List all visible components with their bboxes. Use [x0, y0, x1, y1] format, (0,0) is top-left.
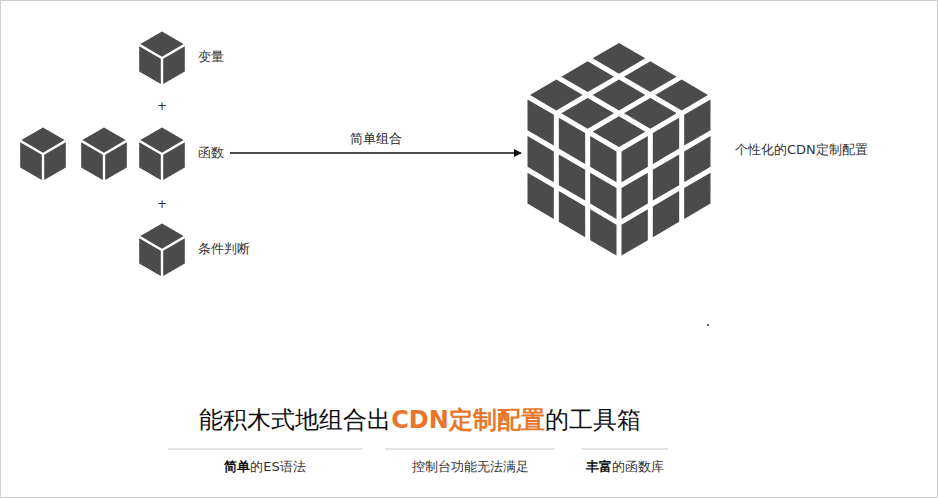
cube-face: [590, 209, 616, 255]
cube-face: [139, 142, 161, 180]
cube: [139, 223, 185, 276]
cube-face: [684, 173, 710, 219]
cube-face: [139, 238, 161, 276]
cube: [139, 31, 185, 84]
cube: [20, 127, 66, 180]
cube-illustration: [20, 31, 710, 276]
cube-face: [163, 238, 185, 276]
cube-face: [163, 46, 185, 84]
cube-item: 变量: [136, 29, 228, 85]
cube-face: [139, 46, 161, 84]
rule-line: [168, 449, 362, 450]
cube: [528, 43, 711, 256]
feature-caption: 丰富的函数库: [586, 458, 664, 476]
cube-item: 函数: [136, 125, 228, 181]
cube-label: 函数: [198, 144, 224, 162]
cube-item: 条件判断: [136, 221, 254, 277]
cube-label: 变量: [198, 48, 224, 66]
arrow-connector: [230, 152, 521, 154]
cube-face: [81, 142, 103, 180]
feature-caption: 控制台功能无法满足: [412, 458, 529, 476]
cube-face: [105, 142, 127, 180]
title: 能积木式地组合出CDN定制配置的工具箱: [199, 404, 641, 436]
cube-face: [20, 142, 42, 180]
result-cube: 个性化的CDN定制配置: [523, 38, 872, 262]
cube-face: [653, 191, 679, 237]
feature-caption: 简单的ES语法: [224, 458, 305, 476]
cube-face: [528, 173, 554, 219]
dot: [707, 324, 709, 326]
cube: [81, 127, 127, 180]
cube-face: [44, 142, 66, 180]
rule-line: [582, 449, 668, 450]
cube-face: [559, 191, 585, 237]
cube-face: [622, 209, 648, 255]
cube: [139, 127, 185, 180]
cube-label: 个性化的CDN定制配置: [735, 141, 868, 159]
plus-sign: +: [157, 99, 167, 113]
rule-line: [385, 449, 555, 450]
cube-face: [163, 142, 185, 180]
plus-sign: +: [157, 197, 167, 211]
cube-label: 条件判断: [198, 240, 250, 258]
edge-label: 简单组合: [347, 130, 405, 148]
